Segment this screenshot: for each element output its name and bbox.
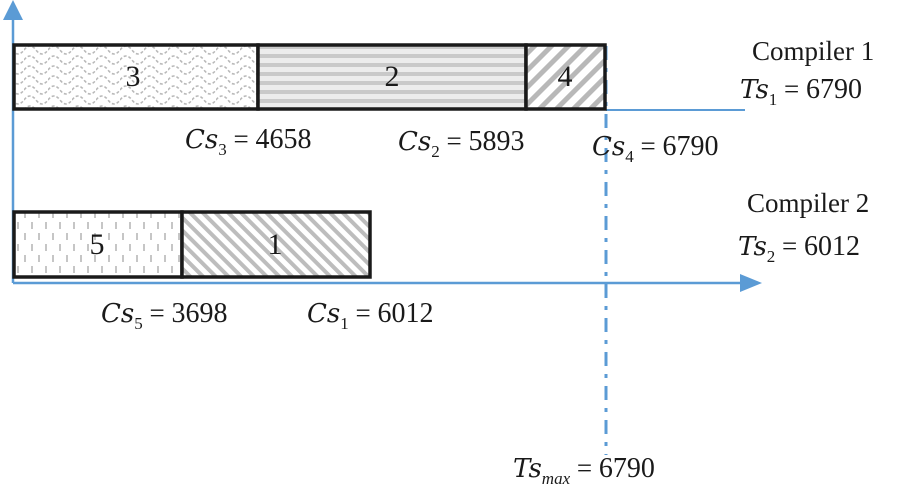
cs5-label: Cs5 = 3698 bbox=[101, 298, 228, 333]
compiler-1-label: Compiler 1 bbox=[752, 36, 875, 66]
task-block-3 bbox=[12, 43, 260, 111]
compiler-2-axis bbox=[13, 274, 762, 292]
compiler-1-ts: Ts1 = 6790 bbox=[740, 74, 863, 109]
arrow-right-icon bbox=[740, 274, 762, 292]
compiler-1-blocks bbox=[12, 43, 607, 111]
compiler-2-blocks bbox=[12, 210, 372, 279]
task-block-5 bbox=[12, 210, 184, 279]
tsmax-label: Tsmax = 6790 bbox=[513, 453, 655, 488]
arrow-up-icon bbox=[3, 0, 23, 20]
block-label-1: 1 bbox=[267, 228, 283, 261]
block-label-5: 5 bbox=[89, 228, 105, 261]
block-label-2: 2 bbox=[384, 60, 400, 93]
task-block-4 bbox=[524, 43, 607, 111]
cs3-label: Cs3 = 4658 bbox=[185, 124, 312, 159]
compiler-2-label: Compiler 2 bbox=[747, 188, 870, 218]
cs4-label: Cs4 = 6790 bbox=[592, 131, 719, 166]
task-block-1 bbox=[180, 210, 372, 279]
block-label-4: 4 bbox=[557, 60, 573, 93]
block-label-3: 3 bbox=[125, 60, 141, 93]
compiler-2-ts: Ts2 = 6012 bbox=[738, 231, 861, 266]
cs1-label: Cs1 = 6012 bbox=[307, 298, 434, 333]
cs2-label: Cs2 = 5893 bbox=[398, 126, 525, 161]
